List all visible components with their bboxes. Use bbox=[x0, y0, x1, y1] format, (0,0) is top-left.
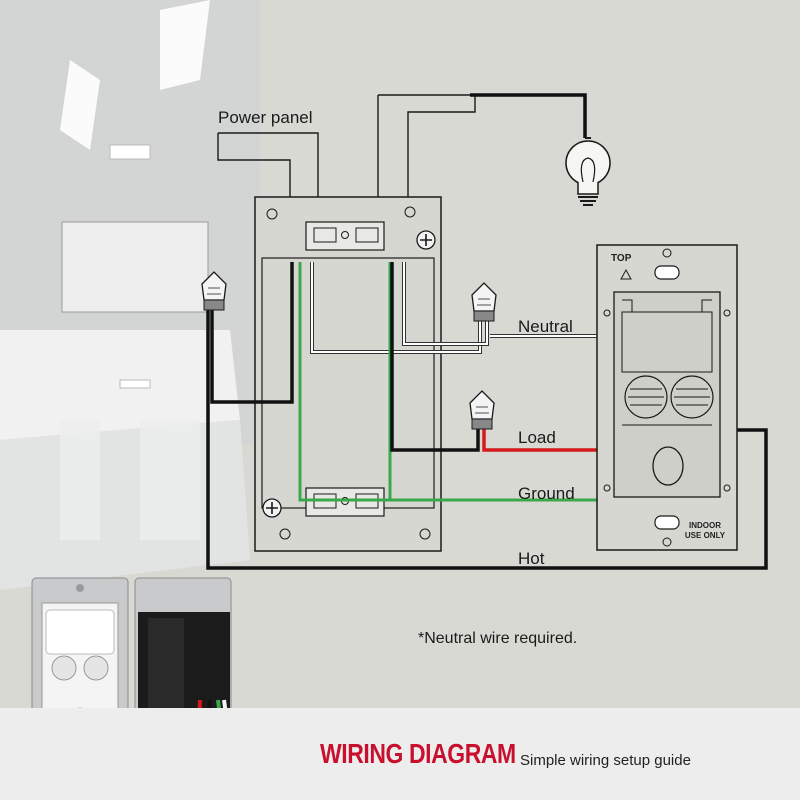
box-hole bbox=[279, 528, 291, 540]
load-wire bbox=[482, 425, 600, 452]
indoor-label-line2: USE ONLY bbox=[684, 531, 726, 540]
switch-box bbox=[254, 196, 442, 552]
box-hole bbox=[404, 206, 416, 218]
neutral-note: *Neutral wire required. bbox=[418, 630, 578, 647]
light-bulb-icon bbox=[565, 137, 611, 206]
screw-icon bbox=[416, 230, 436, 250]
triangle-up-icon bbox=[620, 268, 632, 280]
box-hole bbox=[266, 208, 278, 220]
top-label: TOP bbox=[611, 253, 632, 264]
neutral-label: Neutral bbox=[518, 317, 573, 336]
neutral-wire bbox=[310, 262, 600, 354]
hot-label: Hot bbox=[518, 549, 545, 568]
footer-title: WIRING DIAGRAM bbox=[320, 738, 516, 769]
ground-wire bbox=[298, 262, 600, 502]
footer-subtitle: Simple wiring setup guide bbox=[520, 752, 691, 769]
wire-nut-icon bbox=[471, 282, 497, 322]
indoor-label-line1: INDOOR bbox=[689, 521, 721, 530]
sensor-switch-device bbox=[596, 244, 738, 551]
wire-nut-icon bbox=[469, 390, 495, 430]
box-hole bbox=[419, 528, 431, 540]
footer-banner bbox=[0, 708, 800, 800]
power-panel-label: Power panel bbox=[218, 108, 313, 127]
screw-icon bbox=[262, 498, 282, 518]
ground-label: Ground bbox=[518, 484, 575, 503]
power-panel-conduit bbox=[217, 94, 476, 197]
wire-nut-icon bbox=[201, 271, 227, 311]
load-label: Load bbox=[518, 428, 556, 447]
